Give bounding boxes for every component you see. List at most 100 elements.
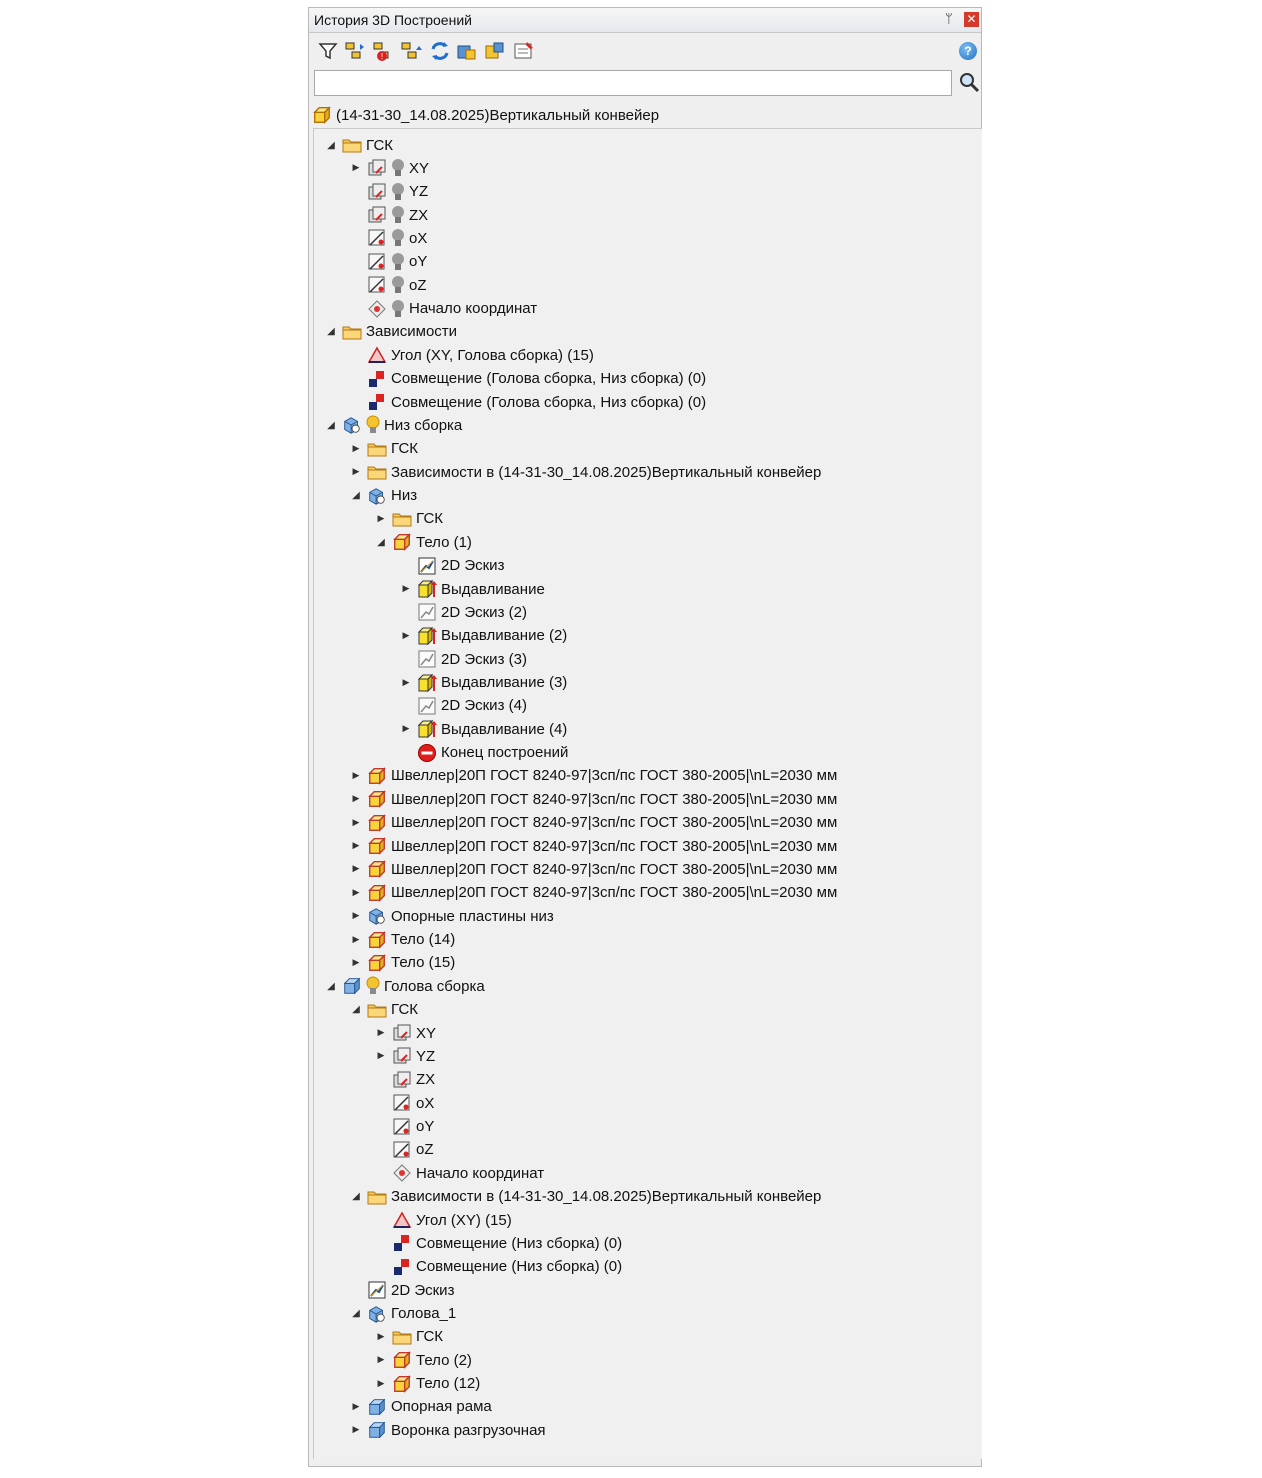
tree-add-icon[interactable] — [344, 40, 366, 62]
tree-node[interactable]: ▶Швеллер|20П ГОСТ 8240-97|3сп/пс ГОСТ 38… — [349, 858, 837, 880]
tree-node[interactable]: Совмещение (Низ сборка) (0) — [374, 1256, 622, 1278]
tree-node[interactable]: 2D Эскиз (2) — [399, 601, 527, 623]
bulb-on-icon[interactable] — [366, 976, 380, 996]
tree-node[interactable]: oZ — [374, 1139, 434, 1161]
tree-node[interactable]: ZX — [349, 204, 428, 226]
tree-node[interactable]: ▶Выдавливание (3) — [399, 672, 567, 694]
pin-icon[interactable]: ᛘ — [945, 11, 953, 26]
collapsed-arrow-icon[interactable]: ▶ — [352, 841, 360, 852]
tree-node[interactable]: oX — [349, 227, 427, 249]
tree-node[interactable]: ◢Голова_1 — [349, 1303, 456, 1325]
tree-node[interactable]: ▶XY — [374, 1022, 436, 1044]
tree-node[interactable]: ▶ГСК — [374, 508, 444, 530]
bulb-off-icon[interactable] — [391, 228, 405, 248]
tree-node[interactable]: ▶Воронка разгрузочная — [349, 1419, 546, 1441]
tree-node[interactable]: ◢Низ — [349, 485, 417, 507]
tree-node[interactable]: ◢ГСК — [324, 134, 393, 156]
tree-node[interactable]: 2D Эскиз (4) — [399, 695, 527, 717]
tree-node[interactable]: ▶Зависимости в (14-31-30_14.08.2025)Верт… — [349, 461, 822, 483]
tree-node[interactable]: ◢Тело (1) — [374, 531, 472, 553]
part-yellow-icon[interactable] — [484, 40, 506, 62]
bulb-on-icon[interactable] — [366, 415, 380, 435]
tree-node[interactable]: Угол (XY, Голова сборка) (15) — [349, 344, 594, 366]
collapsed-arrow-icon[interactable]: ▶ — [377, 513, 385, 524]
collapsed-arrow-icon[interactable]: ▶ — [402, 584, 410, 595]
collapsed-arrow-icon[interactable]: ▶ — [352, 934, 360, 945]
tree-node[interactable]: 2D Эскиз — [399, 555, 504, 577]
part-blue-icon[interactable] — [456, 40, 478, 62]
tree-node[interactable]: ▶Опорная рама — [349, 1396, 492, 1418]
expanded-arrow-icon[interactable]: ◢ — [327, 326, 335, 338]
tree-up-icon[interactable] — [400, 40, 422, 62]
tree-node[interactable]: oZ — [349, 274, 427, 296]
tree-node[interactable]: Начало координат — [349, 298, 537, 320]
bulb-off-icon[interactable] — [391, 158, 405, 178]
tree-node[interactable]: ▶Опорные пластины низ — [349, 905, 554, 927]
tree-node[interactable]: Начало координат — [374, 1162, 544, 1184]
collapsed-arrow-icon[interactable]: ▶ — [352, 887, 360, 898]
collapsed-arrow-icon[interactable]: ▶ — [377, 1051, 385, 1062]
tree-node[interactable]: oY — [349, 251, 427, 273]
collapsed-arrow-icon[interactable]: ▶ — [352, 467, 360, 478]
tree-node[interactable]: ▶Швеллер|20П ГОСТ 8240-97|3сп/пс ГОСТ 38… — [349, 882, 837, 904]
tree-node[interactable]: ▶Выдавливание (2) — [399, 625, 567, 647]
tree-node[interactable]: ▶ГСК — [374, 1326, 444, 1348]
tree-node[interactable]: ▶XY — [349, 157, 429, 179]
tree-node[interactable]: oX — [374, 1092, 434, 1114]
tree-node[interactable]: oY — [374, 1116, 434, 1138]
tree-node[interactable]: ◢Зависимости — [324, 321, 457, 343]
search-icon[interactable] — [958, 71, 980, 93]
collapsed-arrow-icon[interactable]: ▶ — [352, 1401, 360, 1412]
collapsed-arrow-icon[interactable]: ▶ — [352, 794, 360, 805]
expanded-arrow-icon[interactable]: ◢ — [327, 980, 335, 992]
expanded-arrow-icon[interactable]: ◢ — [352, 1004, 360, 1016]
tree-node[interactable]: ▶Тело (12) — [374, 1373, 480, 1395]
tree-node[interactable]: ◢Голова сборка — [324, 975, 485, 997]
tree-node[interactable]: 2D Эскиз (3) — [399, 648, 527, 670]
tree-node[interactable]: ▶Швеллер|20П ГОСТ 8240-97|3сп/пс ГОСТ 38… — [349, 765, 837, 787]
collapsed-arrow-icon[interactable]: ▶ — [402, 630, 410, 641]
filter-icon[interactable] — [317, 40, 339, 62]
expanded-arrow-icon[interactable]: ◢ — [377, 536, 385, 548]
collapsed-arrow-icon[interactable]: ▶ — [352, 770, 360, 781]
tree-node[interactable]: ▶YZ — [374, 1045, 435, 1067]
bulb-off-icon[interactable] — [391, 182, 405, 202]
expanded-arrow-icon[interactable]: ◢ — [352, 1308, 360, 1319]
collapsed-arrow-icon[interactable]: ▶ — [352, 911, 360, 922]
help-button[interactable]: ? — [959, 42, 977, 60]
tree-node[interactable]: ▶ГСК — [349, 438, 419, 460]
tree-node[interactable]: ◢ГСК — [349, 999, 418, 1021]
tree-node[interactable]: ◢Зависимости в (14-31-30_14.08.2025)Верт… — [349, 1186, 821, 1208]
bulb-off-icon[interactable] — [391, 299, 405, 319]
collapsed-arrow-icon[interactable]: ▶ — [377, 1028, 385, 1039]
tree-node[interactable]: ▶Выдавливание (4) — [399, 718, 567, 740]
tree-node[interactable]: YZ — [349, 181, 428, 203]
tree-node[interactable]: ▶Тело (15) — [349, 952, 455, 974]
tree-node[interactable]: ZX — [374, 1069, 435, 1091]
tree-node[interactable]: Совмещение (Низ сборка) (0) — [374, 1232, 622, 1254]
collapsed-arrow-icon[interactable]: ▶ — [402, 677, 410, 688]
tree-node[interactable]: Совмещение (Голова сборка, Низ сборка) (… — [349, 368, 706, 390]
tree-node[interactable]: ▶Швеллер|20П ГОСТ 8240-97|3сп/пс ГОСТ 38… — [349, 788, 837, 810]
tree-node[interactable]: Конец построений — [399, 742, 568, 764]
tree-node[interactable]: ▶Выдавливание — [399, 578, 545, 600]
tree-node[interactable]: Совмещение (Голова сборка, Низ сборка) (… — [349, 391, 706, 413]
tree-error-icon[interactable]: ! — [372, 40, 394, 62]
collapsed-arrow-icon[interactable]: ▶ — [402, 724, 410, 735]
properties-icon[interactable] — [513, 40, 535, 62]
tree-node[interactable]: ▶Тело (2) — [374, 1349, 472, 1371]
expanded-arrow-icon[interactable]: ◢ — [352, 490, 360, 502]
tree-node[interactable]: ▶Швеллер|20П ГОСТ 8240-97|3сп/пс ГОСТ 38… — [349, 835, 837, 857]
bulb-off-icon[interactable] — [391, 205, 405, 225]
expanded-arrow-icon[interactable]: ◢ — [352, 1191, 360, 1203]
close-button[interactable]: ✕ — [964, 12, 979, 27]
tree-node[interactable]: 2D Эскиз — [349, 1279, 454, 1301]
collapsed-arrow-icon[interactable]: ▶ — [377, 1331, 385, 1342]
bulb-off-icon[interactable] — [391, 275, 405, 295]
expanded-arrow-icon[interactable]: ◢ — [327, 139, 335, 151]
bulb-off-icon[interactable] — [391, 252, 405, 272]
collapsed-arrow-icon[interactable]: ▶ — [352, 443, 360, 454]
collapsed-arrow-icon[interactable]: ▶ — [352, 1425, 360, 1436]
tree-node[interactable]: ▶Тело (14) — [349, 929, 455, 951]
collapsed-arrow-icon[interactable]: ▶ — [377, 1378, 385, 1389]
